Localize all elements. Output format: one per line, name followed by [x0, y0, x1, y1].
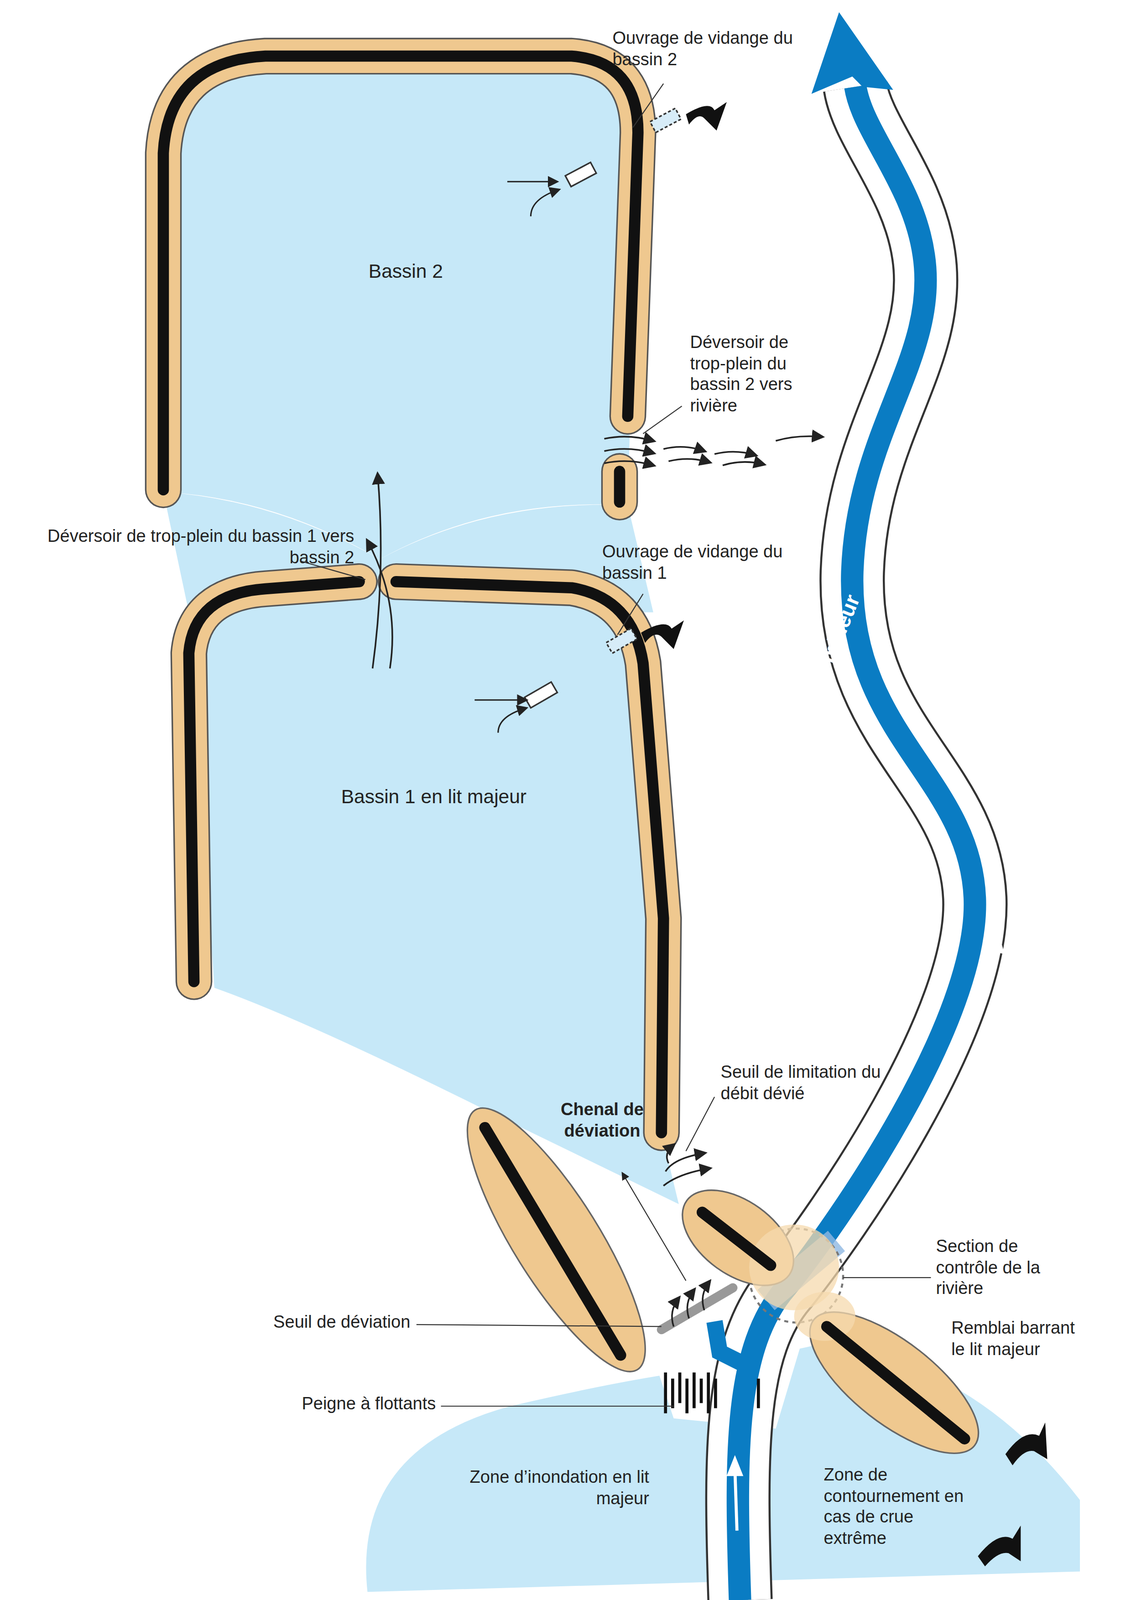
levee	[396, 581, 664, 1133]
levee	[614, 471, 626, 503]
callout-label: Seuil de limitation du débit dévié	[720, 1062, 915, 1105]
levee	[188, 581, 360, 982]
levee	[396, 581, 664, 1133]
basin-name: Bassin 1 en lit majeur	[209, 786, 659, 809]
basin-name: Bassin 2	[178, 260, 634, 283]
callout-label: Déversoir de trop-plein du bassin 1 vers…	[46, 526, 355, 569]
callout-label: Peigne à flottants	[209, 1394, 437, 1416]
basin-area: Bassin 2	[178, 81, 634, 485]
callout-label: Ouvrage de vidange du bassin 2	[612, 28, 817, 72]
callout-label: Zone de contournement en cas de crue ext…	[823, 1465, 978, 1551]
callout-label: Section de contrôle de la rivière	[936, 1237, 1064, 1301]
callout-label: Zone d’inondation en lit majeur	[461, 1467, 650, 1511]
callout-label: Seuil de déviation	[193, 1312, 411, 1334]
basin-area: Bassin 1 en lit majeur	[209, 612, 659, 980]
levee	[163, 56, 638, 490]
callout-label: Déversoir de trop-plein du bassin 2 vers…	[689, 332, 828, 418]
levee	[602, 471, 637, 503]
levee	[188, 581, 360, 982]
callout-label: Chenal de déviation	[556, 1100, 648, 1143]
levee	[188, 581, 360, 982]
levee	[163, 56, 638, 490]
levee	[163, 56, 638, 490]
levee	[601, 471, 639, 503]
callout-label: Ouvrage de vidange du bassin 1	[602, 542, 807, 585]
levee	[396, 581, 664, 1133]
overflow-arrow	[372, 474, 381, 669]
callout-label: Remblai barrant le lit majeur	[951, 1318, 1079, 1362]
